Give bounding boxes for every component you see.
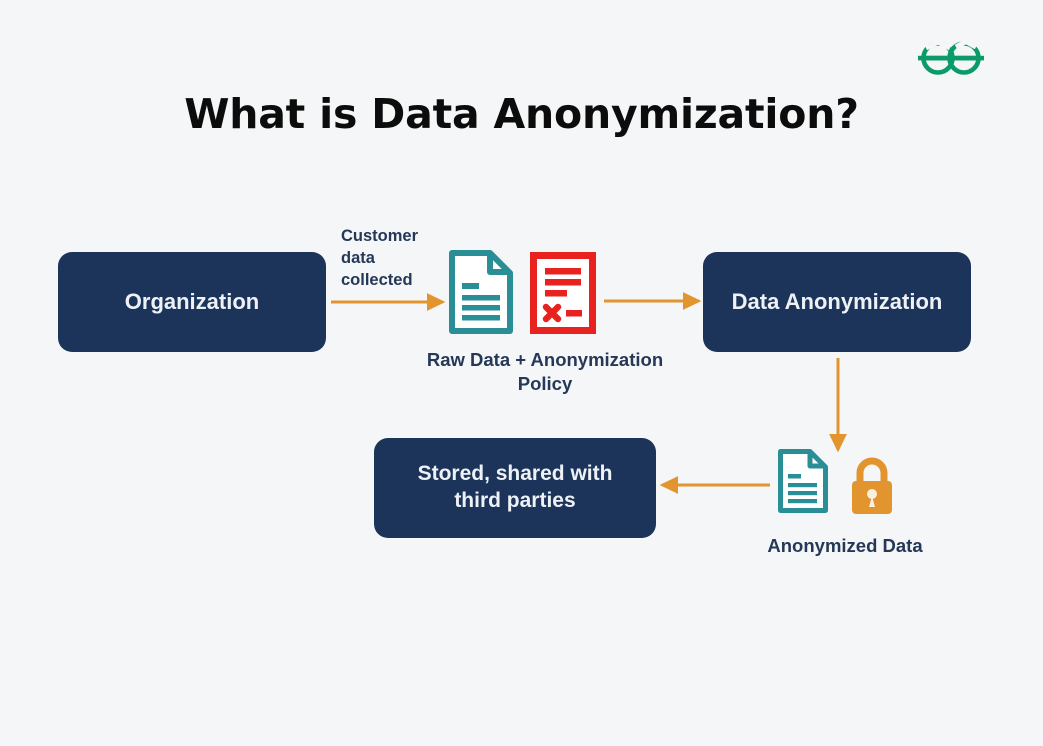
node-organization[interactable]: Organization	[58, 252, 326, 352]
policy-document-icon	[529, 251, 597, 335]
page-title: What is Data Anonymization?	[184, 90, 859, 138]
node-organization-label: Organization	[124, 288, 260, 314]
edge-label-line-3: collected	[341, 270, 413, 289]
geeksforgeeks-logo	[916, 38, 986, 78]
edge-label-line-1: Customer	[341, 227, 419, 245]
edge-label-line-2: data	[341, 248, 375, 267]
node-data-anonymization-label: Data Anonymization	[731, 288, 943, 314]
node-stored-shared[interactable]: Stored, shared with third parties	[374, 438, 656, 538]
node-label-line-2: third parties	[454, 489, 576, 512]
node-data-anonymization[interactable]: Data Anonymization	[703, 252, 971, 352]
lock-icon	[845, 455, 899, 517]
caption-line-1: Raw Data + Anonymization	[426, 349, 664, 370]
edge-label-customer-data-collected: Customer data collected	[341, 226, 461, 292]
caption-raw-data-policy: Raw Data + Anonymization Policy	[395, 348, 695, 396]
caption-line-2: Policy	[517, 373, 573, 395]
node-stored-shared-label: Stored, shared with third parties	[418, 461, 613, 515]
document-icon	[448, 249, 514, 335]
caption-anonymized-data: Anonymized Data	[767, 535, 923, 556]
document-icon	[777, 448, 829, 514]
node-label-line-1: Stored, shared with	[417, 462, 613, 486]
